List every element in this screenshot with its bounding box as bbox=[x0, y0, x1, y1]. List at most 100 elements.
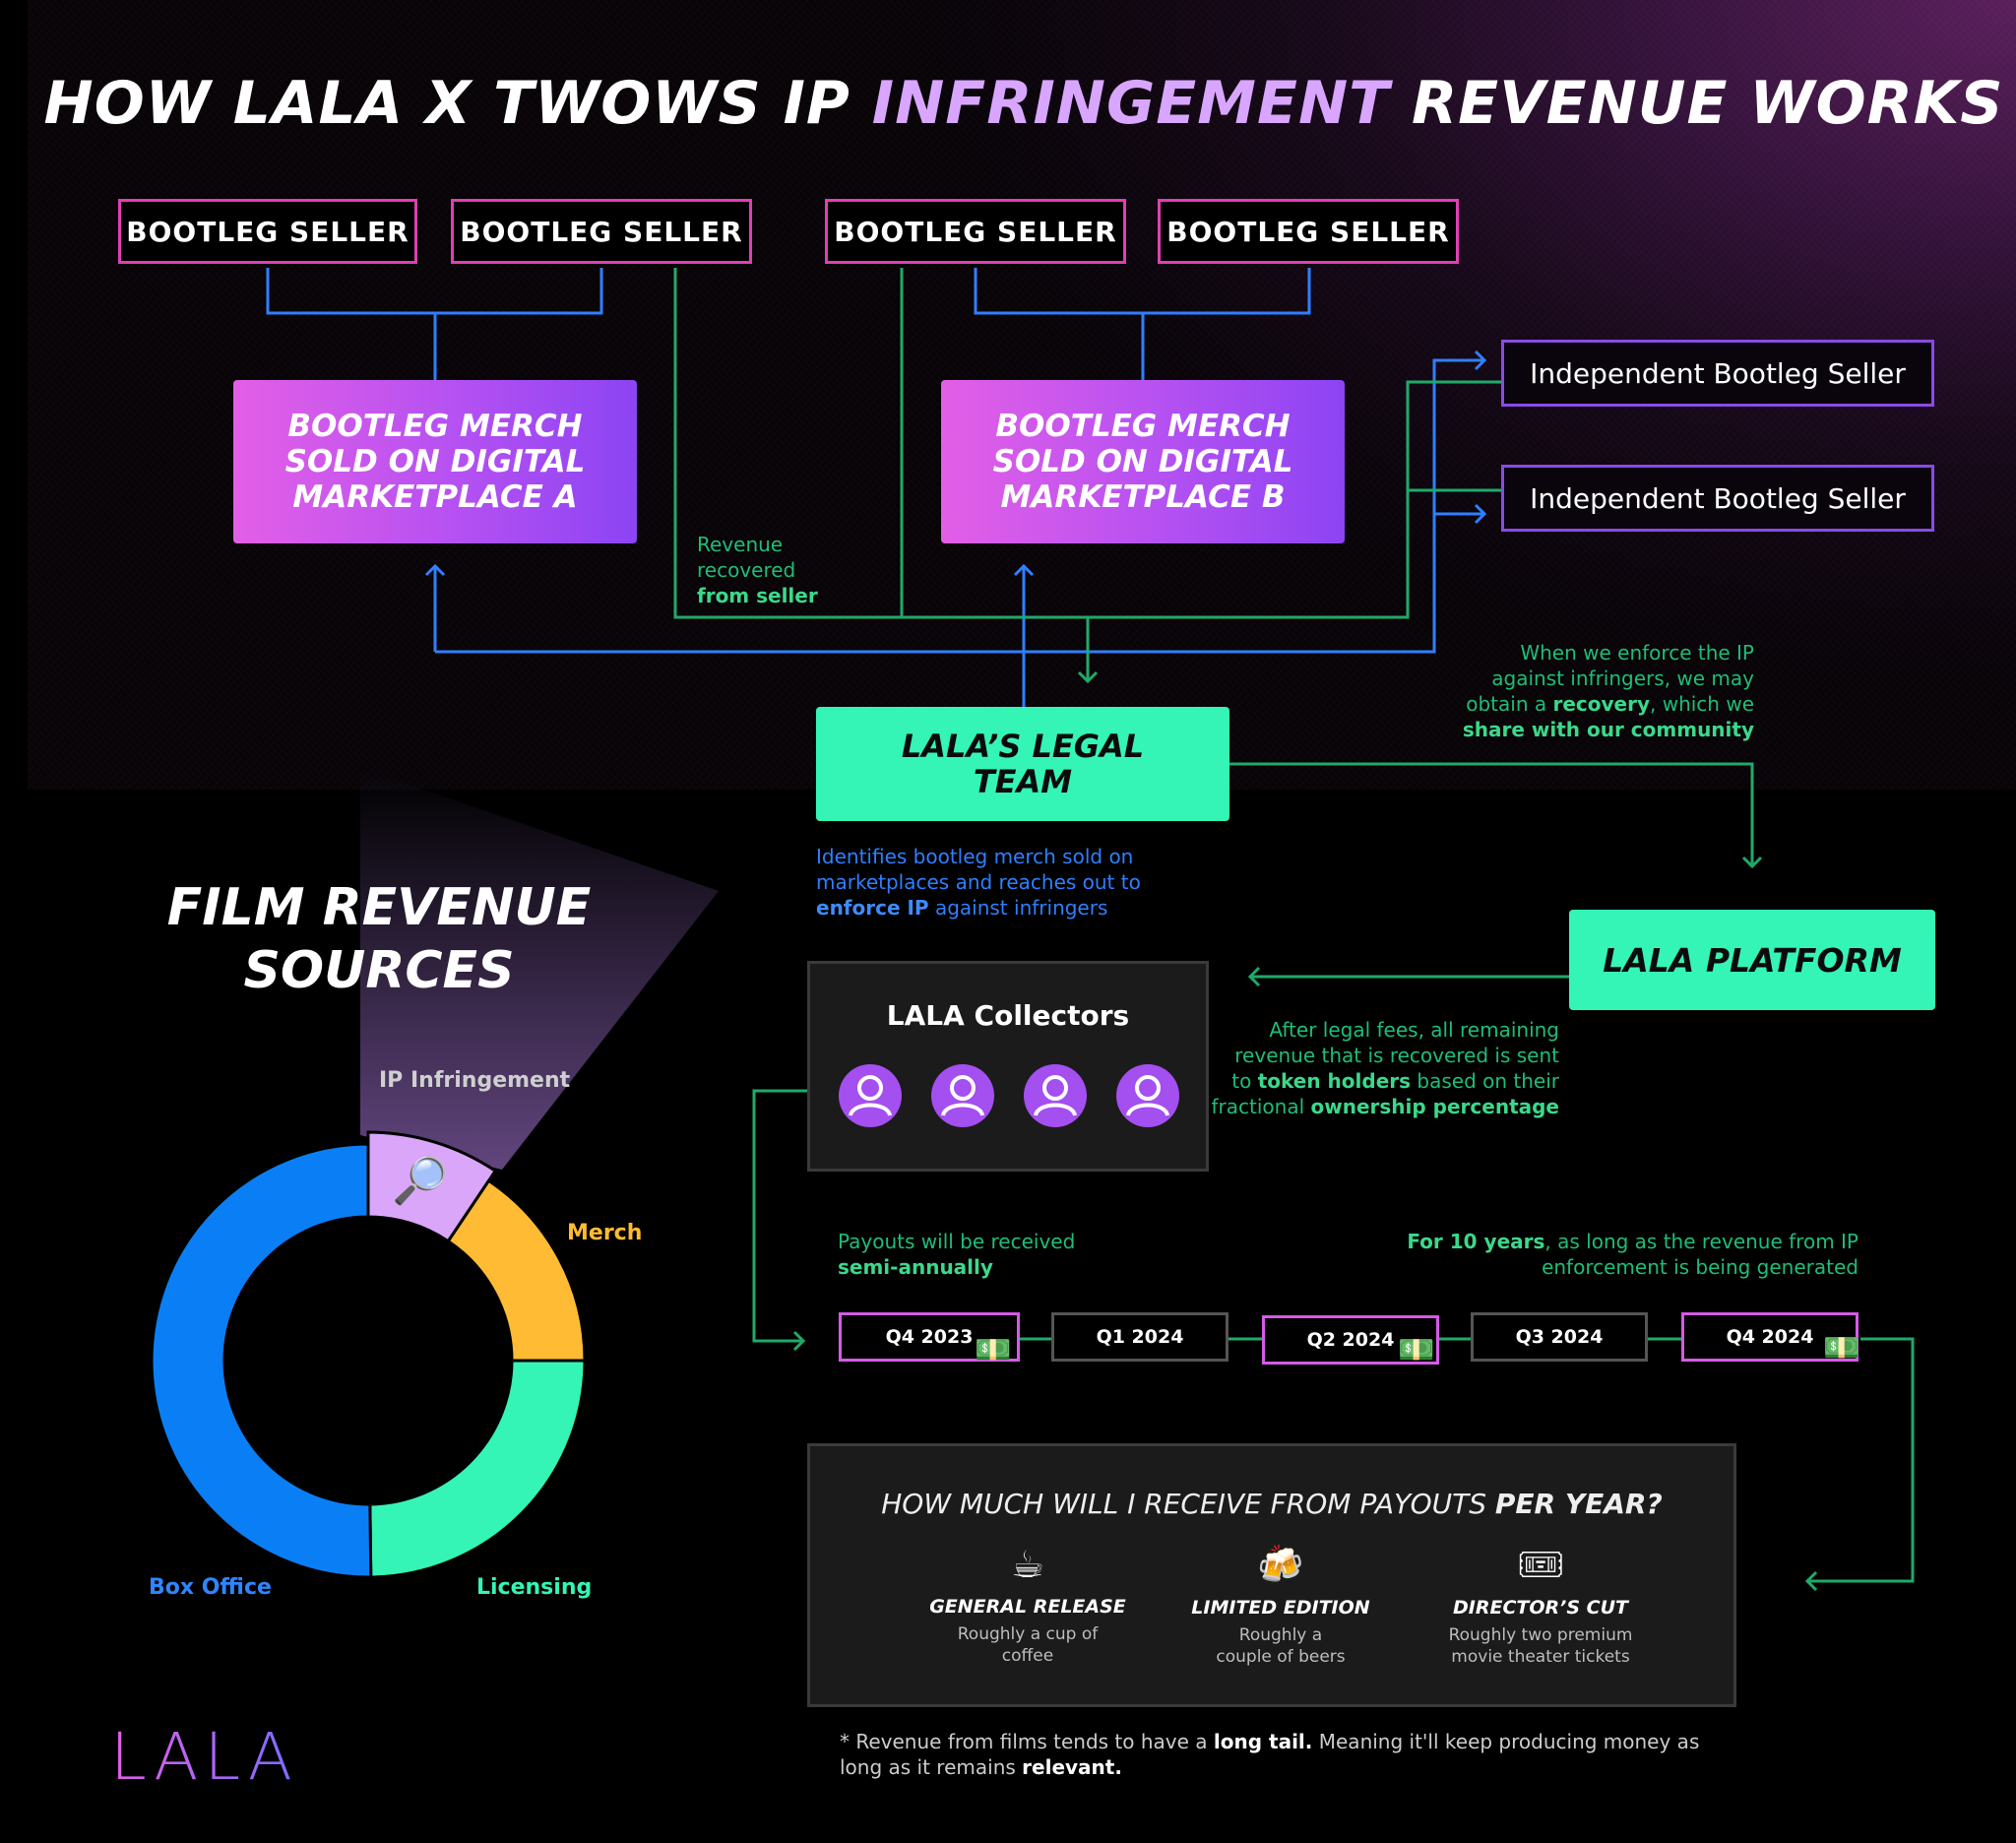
collector-avatar-icon bbox=[1116, 1064, 1179, 1127]
title-part2: REVENUE WORKS bbox=[1390, 69, 2004, 138]
tier-desc-line2: couple of beers bbox=[1216, 1647, 1346, 1667]
tier-desc-line2: coffee bbox=[1001, 1646, 1054, 1666]
payouts-question: HOW MUCH WILL I RECEIVE FROM PAYOUTS PER… bbox=[810, 1488, 1733, 1520]
payouts-question-part2: PER YEAR? bbox=[1494, 1488, 1663, 1520]
semi-note-line2: semi-annually bbox=[838, 1255, 993, 1279]
independent-seller-2: Independent Bootleg Seller bbox=[1501, 465, 1934, 532]
enforce-note-line4: share with our community bbox=[1462, 718, 1754, 741]
legal-note-line1: Identifies bootleg merch sold on bbox=[816, 845, 1134, 868]
revenue-note-line3: from seller bbox=[697, 584, 818, 607]
tail-note-line1c: Meaning it'll keep producing money as bbox=[1312, 1730, 1700, 1753]
label-merch: Merch bbox=[567, 1221, 643, 1245]
ten-years-note: For 10 years, as long as the revenue fro… bbox=[1339, 1229, 1858, 1280]
tail-note-relevant: relevant. bbox=[1022, 1755, 1122, 1779]
legal-note-line3b: against infringers bbox=[928, 896, 1108, 920]
fees-note-line1: After legal fees, all remaining bbox=[1269, 1018, 1559, 1042]
marketplace-b-line2: SOLD ON DIGITAL bbox=[992, 444, 1293, 479]
years-note-line1b: , as long as the revenue from IP bbox=[1544, 1230, 1858, 1253]
enforce-note-line1: When we enforce the IP bbox=[1520, 641, 1754, 665]
label-licensing: Licensing bbox=[476, 1575, 593, 1600]
legal-team-line2: TEAM bbox=[973, 763, 1073, 800]
fees-note-line3a: to bbox=[1231, 1069, 1258, 1093]
legal-team-box: LALA’S LEGAL TEAM bbox=[816, 707, 1229, 821]
collectors-panel: LALA Collectors bbox=[807, 961, 1209, 1172]
tier-desc-line2: movie theater tickets bbox=[1451, 1647, 1630, 1667]
revenue-recovered-note: Revenue recovered from seller bbox=[697, 532, 818, 608]
film-title-line1: FILM REVENUE bbox=[166, 878, 592, 937]
semi-note-line1: Payouts will be received bbox=[838, 1230, 1076, 1253]
quarter-q1-2024: Q1 2024 bbox=[1051, 1312, 1228, 1362]
quarter-q4-2023: Q4 2023 bbox=[839, 1312, 1020, 1362]
marketplace-b-line1: BOOTLEG MERCH bbox=[995, 409, 1291, 444]
ticket-icon: 🎟 bbox=[1516, 1543, 1565, 1586]
revenue-note-line1: Revenue bbox=[697, 533, 784, 556]
payouts-panel: HOW MUCH WILL I RECEIVE FROM PAYOUTS PER… bbox=[807, 1443, 1736, 1707]
legal-note-enforce: enforce IP bbox=[816, 896, 929, 920]
label-ip-infringement: IP Infringement bbox=[379, 1068, 571, 1093]
collector-avatar-icon bbox=[931, 1064, 994, 1127]
collector-avatar-icon bbox=[1024, 1064, 1087, 1127]
legal-team-note: Identifies bootleg merch sold on marketp… bbox=[816, 844, 1141, 921]
coffee-icon: ☕ bbox=[1010, 1543, 1045, 1586]
enforce-note-line3c: , which we bbox=[1650, 692, 1754, 716]
long-tail-note: * Revenue from films tends to have a lon… bbox=[840, 1729, 1824, 1780]
magnifier-icon: 🔎 bbox=[392, 1154, 449, 1207]
enforce-note-line2: against infringers, we may bbox=[1491, 667, 1754, 690]
tier-name: DIRECTOR’S CUT bbox=[1453, 1597, 1628, 1619]
legal-note-line2: marketplaces and reaches out to bbox=[816, 870, 1141, 894]
donut-slice-box-office bbox=[150, 1142, 373, 1579]
marketplace-b: BOOTLEG MERCH SOLD ON DIGITAL MARKETPLAC… bbox=[941, 380, 1345, 543]
page-title: HOW LALA X TWOWS IP INFRINGEMENT REVENUE… bbox=[0, 69, 2016, 138]
spotlight-beam bbox=[360, 768, 719, 1170]
bootleg-seller-1: BOOTLEG SELLER bbox=[118, 199, 417, 264]
fees-note-line2: revenue that is recovered is sent bbox=[1234, 1044, 1559, 1067]
bootleg-seller-4: BOOTLEG SELLER bbox=[1158, 199, 1459, 264]
money-icon: 💵 bbox=[1398, 1333, 1435, 1367]
enforce-note-line3a: obtain a bbox=[1466, 692, 1553, 716]
collector-avatar-icon bbox=[839, 1064, 902, 1127]
donut-slice-licensing bbox=[368, 1359, 587, 1579]
fees-note-ownership: ownership percentage bbox=[1310, 1095, 1560, 1118]
collectors-title: LALA Collectors bbox=[886, 999, 1130, 1032]
years-note-line2: enforcement is being generated bbox=[1542, 1255, 1858, 1279]
money-icon: 💵 bbox=[975, 1333, 1012, 1367]
quarter-q2-2024: Q2 2024 bbox=[1262, 1315, 1439, 1365]
independent-seller-1: Independent Bootleg Seller bbox=[1501, 340, 1934, 407]
marketplace-a: BOOTLEG MERCH SOLD ON DIGITAL MARKETPLAC… bbox=[233, 380, 637, 543]
lala-logo: LALA bbox=[110, 1719, 298, 1795]
quarter-q4-2024: Q4 2024 bbox=[1681, 1312, 1858, 1362]
fees-note-token-holders: token holders bbox=[1257, 1069, 1412, 1093]
revenue-note-line2: recovered bbox=[697, 558, 796, 582]
marketplace-a-line2: SOLD ON DIGITAL bbox=[284, 444, 586, 479]
fees-note-line3c: based on their bbox=[1411, 1069, 1559, 1093]
marketplace-a-line3: MARKETPLACE A bbox=[292, 479, 578, 515]
beer-icon: 🍻 bbox=[1257, 1543, 1304, 1586]
payouts-question-part1: HOW MUCH WILL I RECEIVE FROM PAYOUTS bbox=[881, 1488, 1495, 1520]
enforce-note-recovery: recovery bbox=[1552, 692, 1650, 716]
fees-note-line4a: fractional bbox=[1211, 1095, 1311, 1118]
tail-note-line2a: long as it remains bbox=[840, 1755, 1023, 1779]
film-revenue-title: FILM REVENUE SOURCES bbox=[138, 876, 620, 1002]
tier-desc-line1: Roughly a cup of bbox=[957, 1624, 1099, 1644]
tail-note-long-tail: long tail. bbox=[1213, 1730, 1313, 1753]
tier-desc-line1: Roughly two premium bbox=[1448, 1625, 1633, 1645]
legal-team-line1: LALA’S LEGAL bbox=[901, 728, 1145, 765]
tier-name: LIMITED EDITION bbox=[1191, 1597, 1370, 1619]
label-box-office: Box Office bbox=[149, 1575, 272, 1600]
bootleg-seller-3: BOOTLEG SELLER bbox=[825, 199, 1126, 264]
title-part1: HOW LALA X TWOWS IP bbox=[43, 69, 872, 138]
title-highlight: INFRINGEMENT bbox=[871, 69, 1391, 138]
money-icon: 💵 bbox=[1823, 1331, 1860, 1366]
legal-fees-note: After legal fees, all remaining revenue … bbox=[1181, 1017, 1560, 1119]
years-note-bold: For 10 years bbox=[1407, 1230, 1545, 1253]
lala-platform-box: LALA PLATFORM bbox=[1569, 910, 1935, 1010]
marketplace-b-line3: MARKETPLACE B bbox=[1000, 479, 1286, 515]
enforce-note: When we enforce the IP against infringer… bbox=[1358, 640, 1754, 742]
semi-annual-note: Payouts will be received semi-annually bbox=[838, 1229, 1075, 1280]
